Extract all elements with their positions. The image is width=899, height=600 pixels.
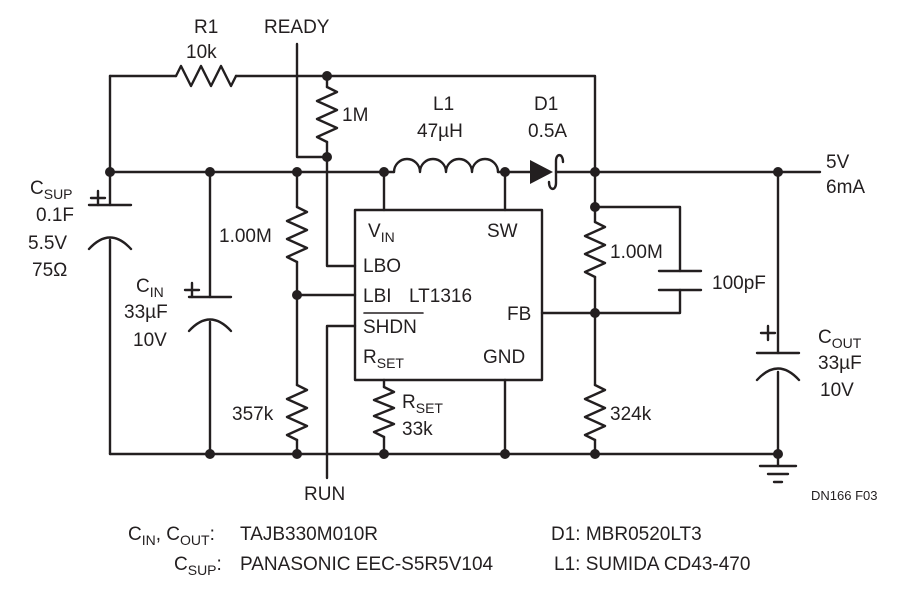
- ready-net-label: READY: [264, 17, 330, 38]
- l1-value: 47µH: [417, 121, 463, 142]
- csup-capacitor: [87, 203, 133, 251]
- ground-icon: [758, 464, 798, 484]
- pullup-1m-value: 1M: [342, 105, 368, 126]
- cin-plus-icon: [183, 281, 201, 299]
- cin-voltage: 10V: [133, 330, 167, 351]
- d1-schottky-diode: [530, 153, 565, 191]
- cout-voltage: 10V: [820, 380, 854, 401]
- csup-plus-icon: [89, 189, 107, 207]
- rset-value: 33k: [402, 419, 433, 440]
- csup-note-label: CSUP:: [174, 554, 222, 578]
- output-current-label: 6mA: [826, 177, 865, 198]
- fb-bottom-resistor: [583, 383, 607, 442]
- csup-capacitance: 0.1F: [36, 205, 74, 226]
- csup-note-part: PANASONIC EEC-S5R5V104: [240, 554, 494, 575]
- lbi-bottom-resistor: [285, 383, 309, 442]
- d1-note: D1: MBR0520LT3: [551, 524, 702, 545]
- csup-name: CSUP: [30, 178, 73, 202]
- junction-dots: [105, 71, 783, 459]
- l1-inductor: [392, 157, 500, 174]
- pin-shdn-label: SHDN: [363, 317, 417, 338]
- feedforward-cap-value: 100pF: [712, 273, 766, 294]
- caps-note-label: CIN, COUT:: [128, 524, 215, 548]
- cin-capacitance: 33µF: [124, 302, 168, 323]
- wires: [108, 42, 822, 480]
- figure-id: DN166 F03: [811, 488, 877, 503]
- lbi-top-value: 1.00M: [219, 226, 272, 247]
- pullup-1m-resistor: [315, 85, 339, 144]
- pin-rset-label: RSET: [363, 347, 404, 371]
- pin-fb-label: FB: [507, 304, 531, 325]
- cin-capacitor: [187, 295, 233, 333]
- pin-lbo-label: LBO: [363, 256, 401, 277]
- r1-name: R1: [194, 17, 218, 38]
- cout-capacitor: [755, 351, 801, 382]
- r1-resistor: [174, 64, 238, 88]
- rset-name: RSET: [402, 392, 443, 416]
- csup-voltage: 5.5V: [28, 233, 67, 254]
- output-voltage-label: 5V: [826, 152, 850, 173]
- pin-gnd-label: GND: [483, 347, 525, 368]
- cout-capacitance: 33µF: [818, 353, 862, 374]
- fb-top-value: 1.00M: [610, 242, 663, 263]
- cout-name: COUT: [818, 327, 862, 351]
- cin-name: CIN: [136, 276, 164, 300]
- caps-note-part: TAJB330M010R: [240, 524, 378, 545]
- pin-lbi-label: LBI: [363, 286, 392, 307]
- lbi-bottom-value: 357k: [232, 404, 274, 425]
- d1-name: D1: [534, 94, 558, 115]
- lbi-top-resistor: [285, 205, 309, 264]
- d1-value: 0.5A: [528, 121, 567, 142]
- cout-plus-icon: [759, 324, 777, 342]
- fb-bottom-value: 324k: [610, 404, 652, 425]
- run-net-label: RUN: [304, 484, 345, 505]
- fb-top-resistor: [583, 220, 607, 279]
- ic-part-label: LT1316: [409, 286, 472, 307]
- csup-esr: 75Ω: [32, 260, 67, 281]
- feedforward-capacitor: [657, 269, 703, 292]
- lt1316-ic-body: [353, 208, 544, 382]
- l1-note: L1: SUMIDA CD43-470: [554, 554, 750, 575]
- r1-value: 10k: [186, 42, 217, 63]
- rset-resistor: [372, 385, 396, 439]
- pin-sw-label: SW: [487, 221, 518, 242]
- pin-vin-label: VIN: [368, 221, 395, 245]
- l1-name: L1: [433, 94, 454, 115]
